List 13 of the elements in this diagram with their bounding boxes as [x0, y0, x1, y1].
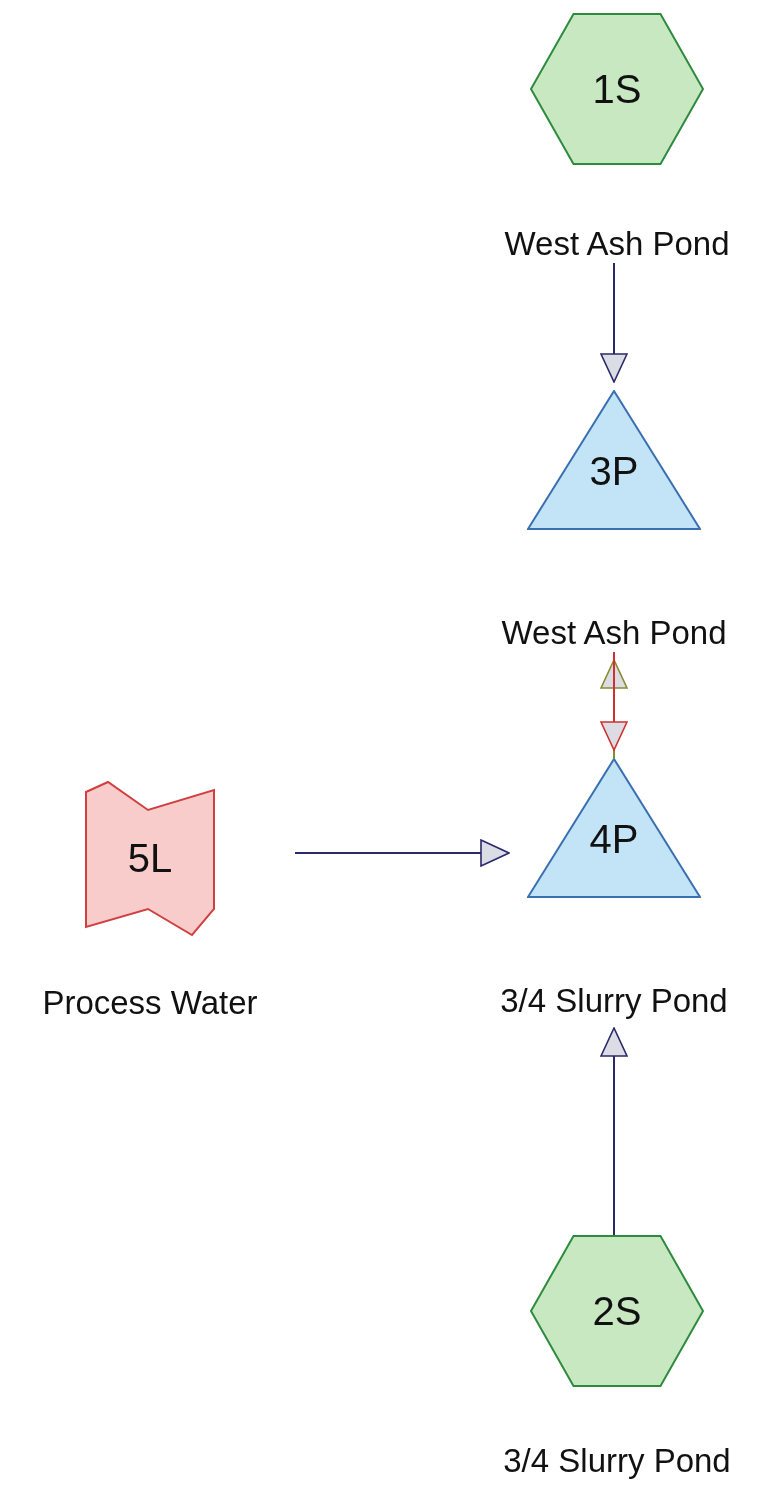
- node-label: 3/4 Slurry Pond: [503, 1442, 731, 1480]
- node-id: 3P: [589, 448, 639, 494]
- node-id: 1S: [592, 66, 642, 112]
- node-label: West Ash Pond: [504, 225, 730, 263]
- node-label: 3/4 Slurry Pond: [500, 982, 728, 1020]
- node-id: 5L: [127, 836, 173, 881]
- node-id: 2S: [592, 1288, 642, 1334]
- arrow: [600, 1027, 628, 1236]
- arrow: [294, 839, 510, 867]
- node-id: 4P: [589, 816, 639, 862]
- node-label: Process Water: [42, 984, 258, 1022]
- arrow: [600, 262, 628, 383]
- node-label: West Ash Pond: [501, 614, 727, 652]
